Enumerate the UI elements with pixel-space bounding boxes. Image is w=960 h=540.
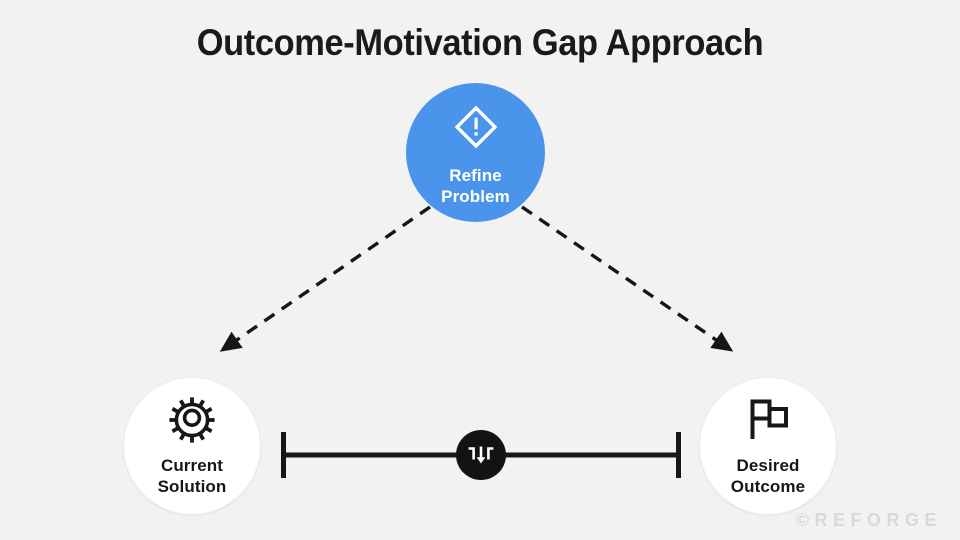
- node-label-desired-outcome: Desired Outcome: [730, 455, 806, 496]
- node-current-solution[interactable]: Current Solution: [124, 378, 260, 514]
- connector-refine-to-current: [219, 205, 431, 352]
- collapse-arrow-icon: [467, 442, 495, 468]
- node-label-current-solution: Current Solution: [157, 455, 227, 496]
- node-refine-problem[interactable]: Refine Problem: [406, 83, 545, 222]
- gap-marker[interactable]: [456, 430, 506, 480]
- connector-refine-to-desired: [521, 205, 734, 352]
- page-title: Outcome-Motivation Gap Approach: [196, 22, 764, 63]
- reforge-watermark: ©REFORGE: [795, 510, 942, 530]
- gear-icon: [168, 396, 216, 444]
- checkered-flag-icon: [744, 396, 792, 444]
- node-label-refine-problem: Refine Problem: [441, 165, 510, 206]
- alert-diamond-icon: [448, 99, 504, 155]
- node-desired-outcome[interactable]: Desired Outcome: [700, 378, 836, 514]
